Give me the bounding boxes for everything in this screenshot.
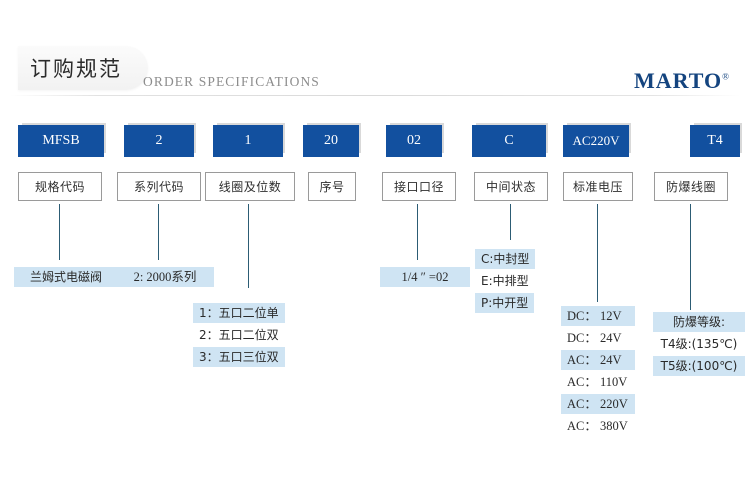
detail-chip-6-5: AC： 380V — [567, 419, 628, 433]
label-box-0: 规格代码 — [18, 172, 102, 201]
detail-chip-6-3: AC： 110V — [567, 375, 628, 389]
brand-logo-text: MARTO — [634, 68, 723, 93]
brand-logo: MARTO® — [634, 68, 730, 94]
header-tab-shape — [18, 46, 148, 90]
connector-line-1 — [158, 204, 159, 260]
code-box-0: MFSB — [18, 125, 104, 157]
connector-line-6 — [597, 204, 598, 302]
detail-chip-0-0: 兰姆式电磁阀 — [14, 267, 118, 287]
connector-line-4 — [417, 204, 418, 260]
code-box-1: 2 — [124, 125, 194, 157]
detail-chip-6-0: DC： 12V — [561, 306, 635, 326]
detail-chip-5-2: P:中开型 — [475, 293, 535, 313]
detail-chip-1-0: 2: 2000系列 — [116, 267, 214, 287]
label-box-6: 标准电压 — [563, 172, 633, 201]
page-subtitle: ORDER SPECIFICATIONS — [143, 74, 320, 89]
code-box-5: C — [472, 125, 546, 157]
detail-chip-2-1: 2：五口二位双 — [199, 328, 279, 342]
code-box-2: 1 — [213, 125, 283, 157]
page-title: 订购规范 — [30, 57, 122, 81]
code-box-6: AC220V — [563, 125, 629, 157]
connector-line-2 — [248, 204, 249, 288]
code-box-7: T4 — [690, 125, 740, 157]
detail-chip-7-0: 防爆等级: — [653, 312, 745, 332]
detail-chip-2-2: 3：五口三位双 — [193, 347, 285, 367]
detail-chip-6-4: AC： 220V — [561, 394, 635, 414]
connector-line-7 — [690, 204, 691, 310]
page-header: 订购规范 ORDER SPECIFICATIONS MARTO® — [0, 0, 750, 100]
header-divider — [10, 95, 740, 96]
code-box-4: 02 — [386, 125, 442, 157]
label-box-7: 防爆线圈 — [654, 172, 728, 201]
label-box-1: 系列代码 — [117, 172, 201, 201]
detail-chip-5-1: E:中排型 — [481, 274, 529, 288]
code-box-3: 20 — [303, 125, 359, 157]
connector-line-0 — [59, 204, 60, 260]
registered-trademark-icon: ® — [722, 71, 730, 82]
label-box-2: 线圈及位数 — [205, 172, 295, 201]
detail-chip-6-1: DC： 24V — [567, 331, 622, 345]
connector-line-5 — [510, 204, 511, 240]
label-box-3: 序号 — [308, 172, 356, 201]
detail-chip-4-0: 1/4 ″ =02 — [380, 267, 470, 287]
detail-chip-7-2: T5级:(100℃) — [653, 356, 745, 376]
label-box-4: 接口口径 — [382, 172, 456, 201]
detail-chip-2-0: 1：五口二位单 — [193, 303, 285, 323]
label-box-5: 中间状态 — [474, 172, 548, 201]
detail-chip-5-0: C:中封型 — [475, 249, 536, 269]
detail-chip-6-2: AC： 24V — [561, 350, 635, 370]
detail-chip-7-1: T4级:(135℃) — [660, 337, 738, 351]
